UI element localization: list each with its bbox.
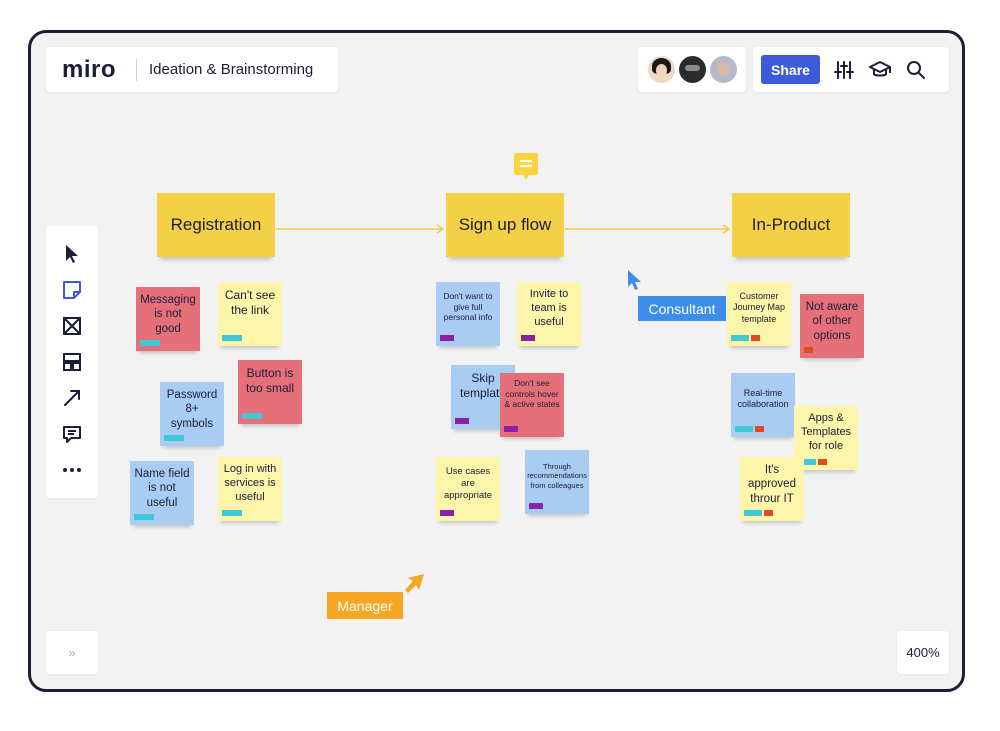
frame-icon[interactable] xyxy=(60,314,84,337)
sticky-tag xyxy=(440,335,454,341)
sticky-note[interactable]: Real-time collaboration xyxy=(731,373,795,437)
sticky-text: Use cases are appropriate xyxy=(443,466,493,501)
header-divider xyxy=(136,58,137,81)
sticky-text: Customer Journey Map template xyxy=(732,291,786,324)
sticky-tag xyxy=(222,335,242,341)
sticky-tag xyxy=(504,426,518,432)
sticky-tag xyxy=(804,459,816,465)
sticky-text: Through recommendations from colleagues xyxy=(527,462,587,490)
sticky-note-icon[interactable] xyxy=(60,278,84,301)
sticky-tag xyxy=(134,514,154,520)
sticky-text: Log in with services is useful xyxy=(223,463,277,503)
avatar[interactable] xyxy=(709,56,737,83)
sticky-text: It's approved throur IT xyxy=(748,464,796,505)
flow-header-registration[interactable]: Registration xyxy=(157,193,275,257)
device-frame: miro Ideation & Brainstorming Share xyxy=(28,30,965,692)
comment-bubble-icon[interactable] xyxy=(513,152,539,182)
collaborators xyxy=(638,47,746,92)
sticky-text: Apps & Templates for role xyxy=(800,412,852,452)
sticky-note[interactable]: Don't see controls hover & active states xyxy=(500,373,564,437)
sticky-text: Don't see controls hover & active states xyxy=(504,378,560,410)
more-icon[interactable] xyxy=(60,458,84,481)
sticky-tag xyxy=(521,335,535,341)
expand-panel-button[interactable]: » xyxy=(46,631,98,674)
sticky-note[interactable]: Password 8+ symbols xyxy=(160,382,224,446)
manager-cursor-icon xyxy=(403,573,425,595)
sticky-tag xyxy=(744,510,762,516)
sticky-tag xyxy=(735,426,753,432)
sticky-text: Don't want to give full personal info xyxy=(443,291,493,323)
sticky-tag xyxy=(440,510,454,516)
miro-logo[interactable]: miro xyxy=(62,55,117,83)
graduation-cap-icon[interactable] xyxy=(868,58,892,82)
consultant-cursor-icon xyxy=(627,269,643,291)
share-button[interactable]: Share xyxy=(761,55,820,84)
template-icon[interactable] xyxy=(60,350,84,373)
settings-sliders-icon[interactable] xyxy=(832,58,856,82)
sticky-text: Real-time collaboration xyxy=(737,388,789,410)
manager-cursor-label: Manager xyxy=(327,592,403,619)
flow-arrows xyxy=(276,224,731,234)
select-cursor-icon[interactable] xyxy=(60,242,84,265)
sticky-tag xyxy=(764,510,773,516)
sticky-note[interactable]: It's approved throur IT xyxy=(740,457,804,521)
sticky-text: Button is too small xyxy=(245,366,295,395)
sticky-note[interactable]: Not aware of other options xyxy=(800,294,864,358)
avatar[interactable] xyxy=(678,56,706,83)
board-header: miro Ideation & Brainstorming xyxy=(46,47,338,92)
top-toolbar: Share xyxy=(753,47,949,92)
sticky-text: Name field is not useful xyxy=(134,468,190,509)
sticky-tag xyxy=(751,335,760,341)
comment-icon[interactable] xyxy=(60,422,84,445)
arrow-line-icon[interactable] xyxy=(60,386,84,409)
search-icon[interactable] xyxy=(904,58,928,82)
sticky-text: Password 8+ symbols xyxy=(166,389,218,430)
sticky-text: Skip template xyxy=(459,371,507,400)
flow-header-inproduct[interactable]: In-Product xyxy=(732,193,850,257)
sticky-tag xyxy=(755,426,764,432)
left-toolbar xyxy=(46,226,98,498)
sticky-tag xyxy=(731,335,749,341)
sticky-tag xyxy=(164,435,184,441)
avatar[interactable] xyxy=(647,56,675,83)
sticky-text: Invite to team is useful xyxy=(529,288,569,328)
sticky-text: Messaging is not good xyxy=(140,294,196,335)
flow-header-signup[interactable]: Sign up flow xyxy=(446,193,564,257)
sticky-note[interactable]: Customer Journey Map template xyxy=(727,282,791,346)
sticky-tag xyxy=(529,503,543,509)
zoom-level[interactable]: 400% xyxy=(897,631,949,674)
sticky-note[interactable]: Button is too small xyxy=(238,360,302,424)
sticky-note[interactable]: Messaging is not good xyxy=(136,287,200,351)
sticky-note[interactable]: Can't see the link xyxy=(218,282,282,346)
sticky-tag xyxy=(222,510,242,516)
sticky-note[interactable]: Through recommendations from colleagues xyxy=(525,450,589,514)
sticky-note[interactable]: Log in with services is useful xyxy=(218,457,282,521)
sticky-tag xyxy=(242,413,262,419)
sticky-note[interactable]: Apps & Templates for role xyxy=(794,406,858,470)
consultant-cursor-label: Consultant xyxy=(638,296,726,321)
sticky-tag xyxy=(455,418,469,424)
sticky-note[interactable]: Name field is not useful xyxy=(130,461,194,525)
sticky-note[interactable]: Use cases are appropriate xyxy=(436,457,500,521)
sticky-note[interactable]: Invite to team is useful xyxy=(517,282,581,346)
sticky-tag xyxy=(818,459,827,465)
sticky-tag xyxy=(804,347,813,353)
board-title[interactable]: Ideation & Brainstorming xyxy=(149,61,314,78)
sticky-note[interactable]: Don't want to give full personal info xyxy=(436,282,500,346)
sticky-text: Can't see the link xyxy=(224,288,276,317)
sticky-text: Not aware of other options xyxy=(805,301,859,342)
sticky-tag xyxy=(140,340,160,346)
